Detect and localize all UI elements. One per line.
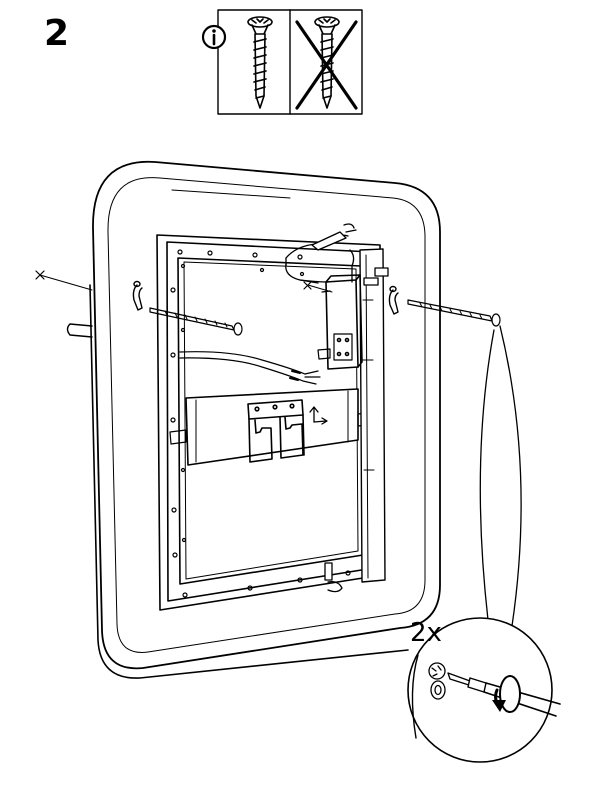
bottom-hook (324, 562, 343, 593)
led-driver-box (317, 274, 363, 370)
left-wall-hook (132, 280, 143, 311)
rotate-clockwise-icon (492, 688, 506, 712)
step-number: 2 (44, 13, 70, 54)
cable-holder (247, 399, 305, 463)
info-icon (201, 24, 227, 50)
wire-connector (285, 223, 389, 286)
screw-right (407, 299, 501, 327)
direction-arrow-icon (309, 406, 328, 425)
screw-crossed-icon (295, 16, 358, 110)
vertical-rail (359, 248, 386, 583)
right-wall-hook (388, 285, 399, 315)
screw-type-panel (201, 9, 363, 115)
screw-head-detail (428, 662, 446, 700)
detail-callout (407, 617, 561, 763)
screw-icon (247, 16, 273, 109)
screwdriver-icon (447, 672, 561, 717)
quantity-label: 2x (410, 618, 442, 648)
power-cable (179, 351, 321, 385)
screw-left (149, 307, 243, 336)
plate-holes (170, 249, 371, 598)
mirror-back (66, 160, 441, 679)
